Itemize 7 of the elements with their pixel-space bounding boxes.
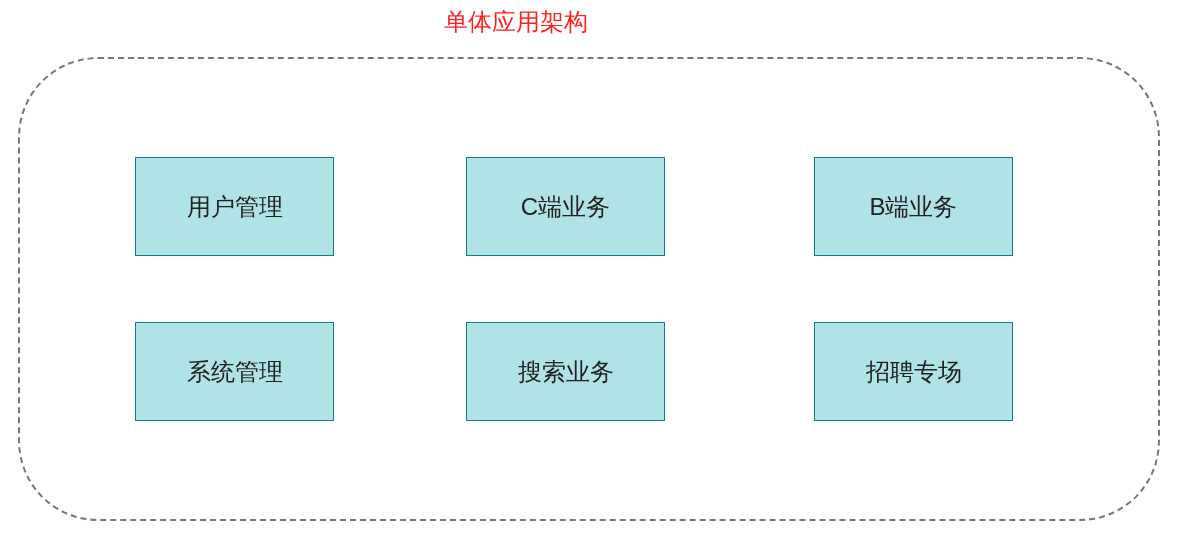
container-title: 单体应用架构 (444, 8, 588, 36)
module-box: 用户管理 (135, 157, 334, 256)
module-box: 招聘专场 (814, 322, 1013, 421)
module-box: C端业务 (466, 157, 665, 256)
module-box: B端业务 (814, 157, 1013, 256)
module-box: 搜索业务 (466, 322, 665, 421)
module-box: 系统管理 (135, 322, 334, 421)
